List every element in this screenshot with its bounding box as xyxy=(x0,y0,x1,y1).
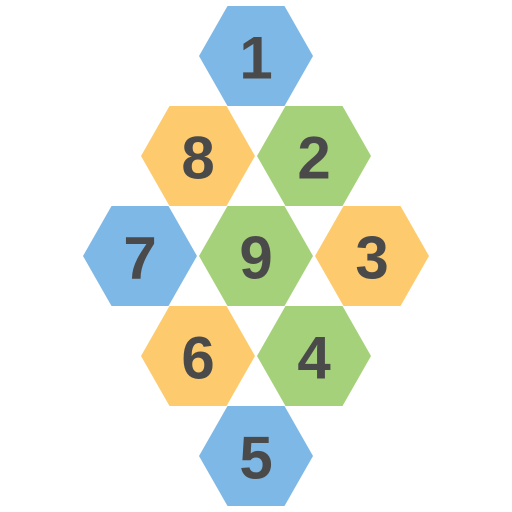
hexagon-shape xyxy=(141,306,255,406)
hex-tile-5[interactable]: 5 xyxy=(199,406,313,506)
hex-tile-6[interactable]: 6 xyxy=(141,306,255,406)
hexagon-shape xyxy=(199,206,313,306)
hex-tile-2[interactable]: 2 xyxy=(257,106,371,206)
hex-tile-3[interactable]: 3 xyxy=(315,206,429,306)
hex-tile-7[interactable]: 7 xyxy=(83,206,197,306)
hexagon-shape xyxy=(257,306,371,406)
hex-tile-8[interactable]: 8 xyxy=(141,106,255,206)
hexagon-shape xyxy=(83,206,197,306)
hex-tile-4[interactable]: 4 xyxy=(257,306,371,406)
hexagon-shape xyxy=(257,106,371,206)
hexagon-shape xyxy=(141,106,255,206)
hexagon-shape xyxy=(199,6,313,106)
hexagon-shape xyxy=(315,206,429,306)
hex-tile-9[interactable]: 9 xyxy=(199,206,313,306)
hexagon-shape xyxy=(199,406,313,506)
hex-tile-1[interactable]: 1 xyxy=(199,6,313,106)
